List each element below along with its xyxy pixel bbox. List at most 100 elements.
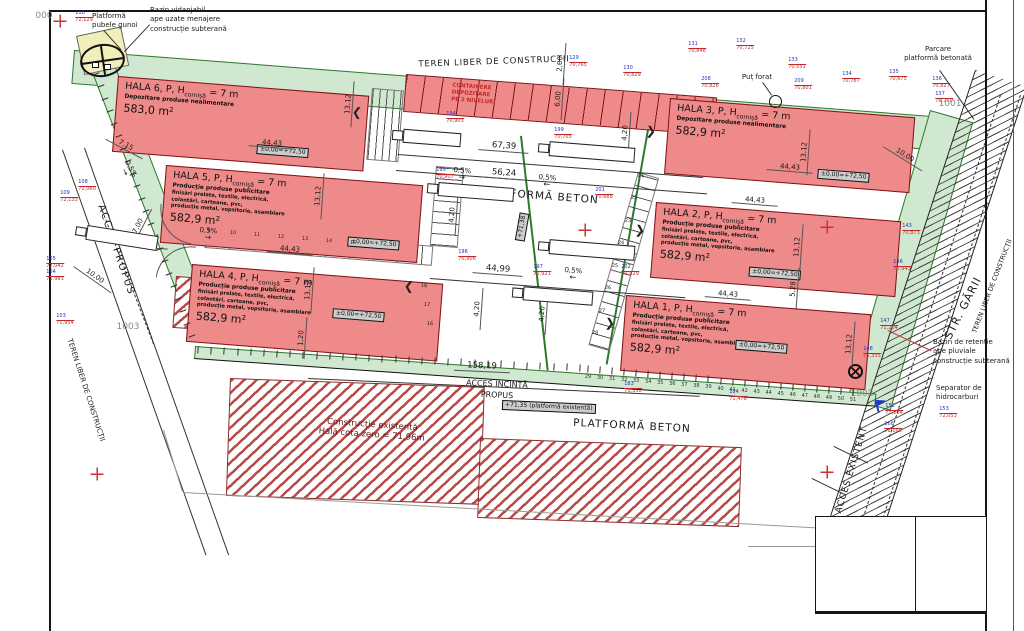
title-block-cell: [815, 516, 917, 613]
fence-post: [767, 381, 770, 389]
boundary-tick: [197, 346, 199, 354]
fence-post: [683, 373, 686, 381]
stall-number: 14: [325, 237, 333, 245]
boundary-tick: [289, 350, 291, 358]
grid-cross-icon: [578, 223, 592, 237]
fence-post-number: 32: [620, 377, 628, 384]
boundary-tick: [552, 363, 555, 371]
boundary-tick: [473, 359, 476, 367]
boundary-tick: [161, 259, 169, 263]
boundary-tick: [342, 353, 344, 361]
frame-top: [50, 10, 987, 12]
dimension-label: 13,12: [792, 236, 802, 258]
parcel-number: 1003: [116, 322, 140, 332]
boundary-tick: [263, 349, 265, 357]
title-block-cell: [915, 516, 987, 613]
boundary-tick: [355, 353, 357, 361]
slope-label: 0,5%←: [564, 265, 583, 282]
stall-number: 11: [253, 231, 261, 239]
stall-number: 26: [604, 284, 612, 292]
grid-cross-icon: [820, 465, 834, 479]
slope-label: 0,5%→: [453, 165, 472, 182]
fence-post: [779, 382, 782, 390]
door-swing-arrow-icon: ❯: [634, 222, 646, 238]
fence-post: [647, 370, 649, 378]
boundary-tick: [101, 97, 109, 101]
fence-post: [635, 369, 637, 377]
truck-cab: [74, 225, 88, 238]
boundary-tick: [394, 355, 397, 363]
fence-post-number: 29: [584, 374, 592, 380]
truck-cab: [426, 183, 439, 194]
boundary-tick: [183, 321, 191, 326]
truck-symbol: [511, 286, 594, 306]
door-swing-arrow-icon: ❮: [351, 104, 363, 120]
fence-post: [828, 386, 830, 394]
stall-number: 16: [426, 320, 434, 328]
fence-post-number: 49: [825, 394, 833, 401]
boundary-tick: [368, 354, 370, 362]
fence-post: [840, 387, 842, 395]
truck-symbol: [391, 128, 462, 148]
drilled-well-label: Puț forat: [741, 73, 773, 81]
truck-symbol: [426, 182, 515, 202]
fence-post: [671, 372, 674, 380]
boundary-tick: [133, 184, 141, 189]
fence-post-number: 35: [657, 380, 664, 387]
truck-cab: [537, 240, 550, 252]
boundary-tick: [97, 84, 105, 89]
truck-symbol: [74, 224, 159, 252]
stall-number: 27: [598, 307, 606, 315]
fence-post: [743, 379, 746, 387]
boundary-tick: [328, 352, 331, 360]
stall-number: 13: [301, 235, 309, 243]
stall-number: 18: [420, 282, 428, 290]
boundary-tick: [138, 197, 146, 201]
title-block-stub-line: [748, 546, 815, 547]
boundary-tick: [526, 361, 529, 370]
stall-number: 15: [349, 239, 357, 247]
boundary-tick: [381, 355, 384, 363]
fence-post-number: 41: [729, 386, 736, 393]
frame-bottom-thick: [815, 611, 987, 614]
fence-post-number: 39: [705, 384, 712, 391]
dimension-label: 158,19: [466, 360, 498, 372]
dimension-label: 13,12: [799, 141, 809, 163]
fence-post: [804, 384, 806, 392]
street-far-edge: [1013, 0, 1014, 631]
grid-cross-icon: [53, 14, 67, 28]
dimension-label: 44,43: [744, 195, 766, 205]
boundary-tick: [447, 358, 450, 366]
frame-left: [49, 10, 51, 631]
boundary-tick: [434, 357, 436, 365]
fence-post: [755, 380, 758, 388]
truck-cab: [391, 130, 404, 141]
boundary-tick: [147, 221, 155, 226]
boundary-tick: [249, 348, 252, 356]
boundary-tick: [579, 364, 581, 372]
drilled-well-circle: [769, 95, 782, 108]
fence-post: [816, 385, 818, 393]
grid-cross-icon: [820, 220, 834, 234]
boundary-tick: [539, 362, 542, 370]
fence-post-number: 33: [632, 378, 640, 385]
fence-post-number: 47: [801, 392, 808, 399]
